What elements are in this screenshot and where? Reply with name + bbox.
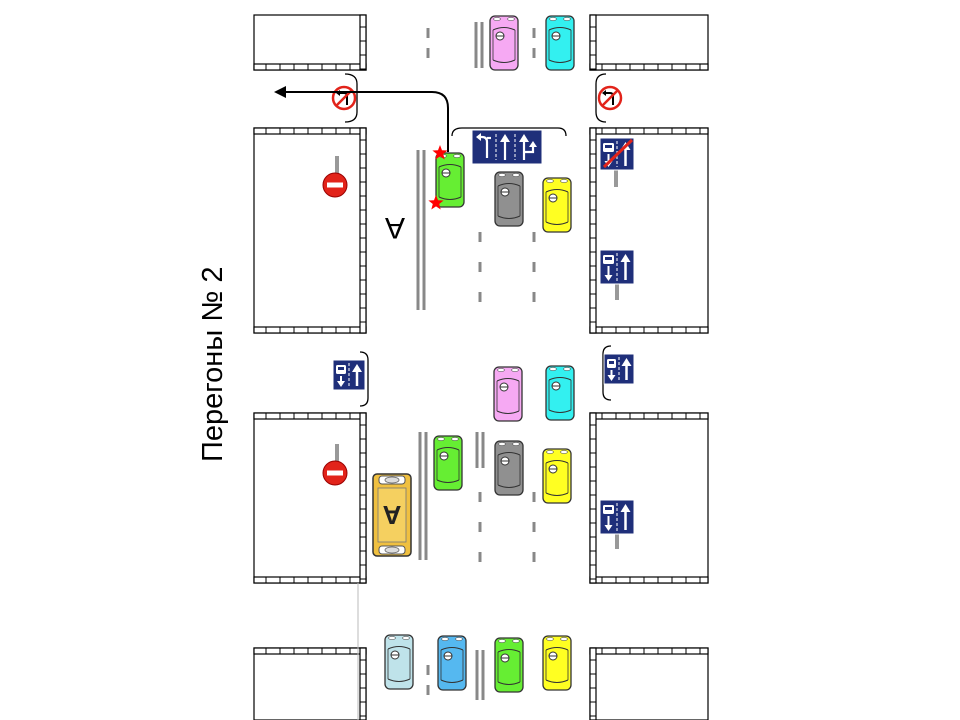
block-upper-left: [253, 127, 367, 334]
red-star-icon: [428, 195, 444, 210]
sign-no-entry-upper: [322, 172, 348, 198]
sign-pole: [615, 532, 619, 549]
vehicles: [384, 15, 575, 693]
red-star-icon: [432, 145, 448, 160]
sign-lane-directions: [471, 129, 543, 165]
car-bottom-lightblue: [384, 634, 414, 690]
block-top-right: [589, 14, 709, 71]
block-upper-right: [589, 127, 709, 334]
car-top-cyan: [545, 15, 575, 71]
arrow-head-icon: [274, 86, 286, 98]
sign-no-entry-lower: [322, 460, 348, 486]
road-markings: [344, 22, 612, 720]
accident-stars: [428, 145, 448, 210]
sign-bus-lane-end: [599, 137, 635, 171]
sign-pole: [615, 283, 619, 300]
car-green-turning: [435, 152, 465, 208]
sign-pole: [335, 156, 339, 176]
sign-bracket: [602, 345, 612, 401]
sign-bus-lane-upper: [599, 249, 635, 285]
sign-bracket: [344, 73, 358, 123]
sign-no-left-turn-left: [331, 85, 357, 111]
car-bottom-yellow: [542, 635, 572, 691]
car-gray-lower: [494, 440, 524, 496]
sign-bracket: [595, 73, 607, 123]
block-lower-right: [589, 412, 709, 584]
sign-pole: [335, 444, 339, 464]
car-bottom-skyblue: [437, 635, 467, 691]
car-yellow-lower: [542, 448, 572, 504]
turn-trajectory-arrow: [284, 91, 449, 152]
sign-bus-lane-mid-right: [603, 353, 635, 385]
sign-no-left-turn-right: [597, 85, 623, 111]
block-bottom-right: [589, 647, 709, 720]
stop-bracket: [451, 127, 567, 137]
car-yellow-upper: [542, 177, 572, 233]
sign-bus-lane-mid-left: [332, 359, 366, 391]
road-signs: [322, 85, 635, 549]
lane-letter: А: [385, 211, 405, 244]
block-top-left: [253, 14, 367, 71]
car-green-lower: [433, 435, 463, 491]
sign-bus-lane-lower: [599, 499, 635, 535]
block-bottom-left: [253, 647, 367, 720]
bus-route-a: А: [372, 473, 412, 557]
sign-bracket: [359, 351, 369, 407]
car-top-pink: [489, 15, 519, 71]
car-cyan-middle: [545, 365, 575, 421]
car-pink-middle: [493, 366, 523, 422]
car-bottom-green: [494, 637, 524, 693]
roads: [253, 14, 709, 720]
slide-title: Перегоны № 2: [197, 266, 229, 462]
block-lower-left: [253, 412, 367, 584]
car-gray-upper: [494, 171, 524, 227]
sign-pole: [614, 170, 618, 187]
bus-letter: А: [382, 500, 401, 530]
